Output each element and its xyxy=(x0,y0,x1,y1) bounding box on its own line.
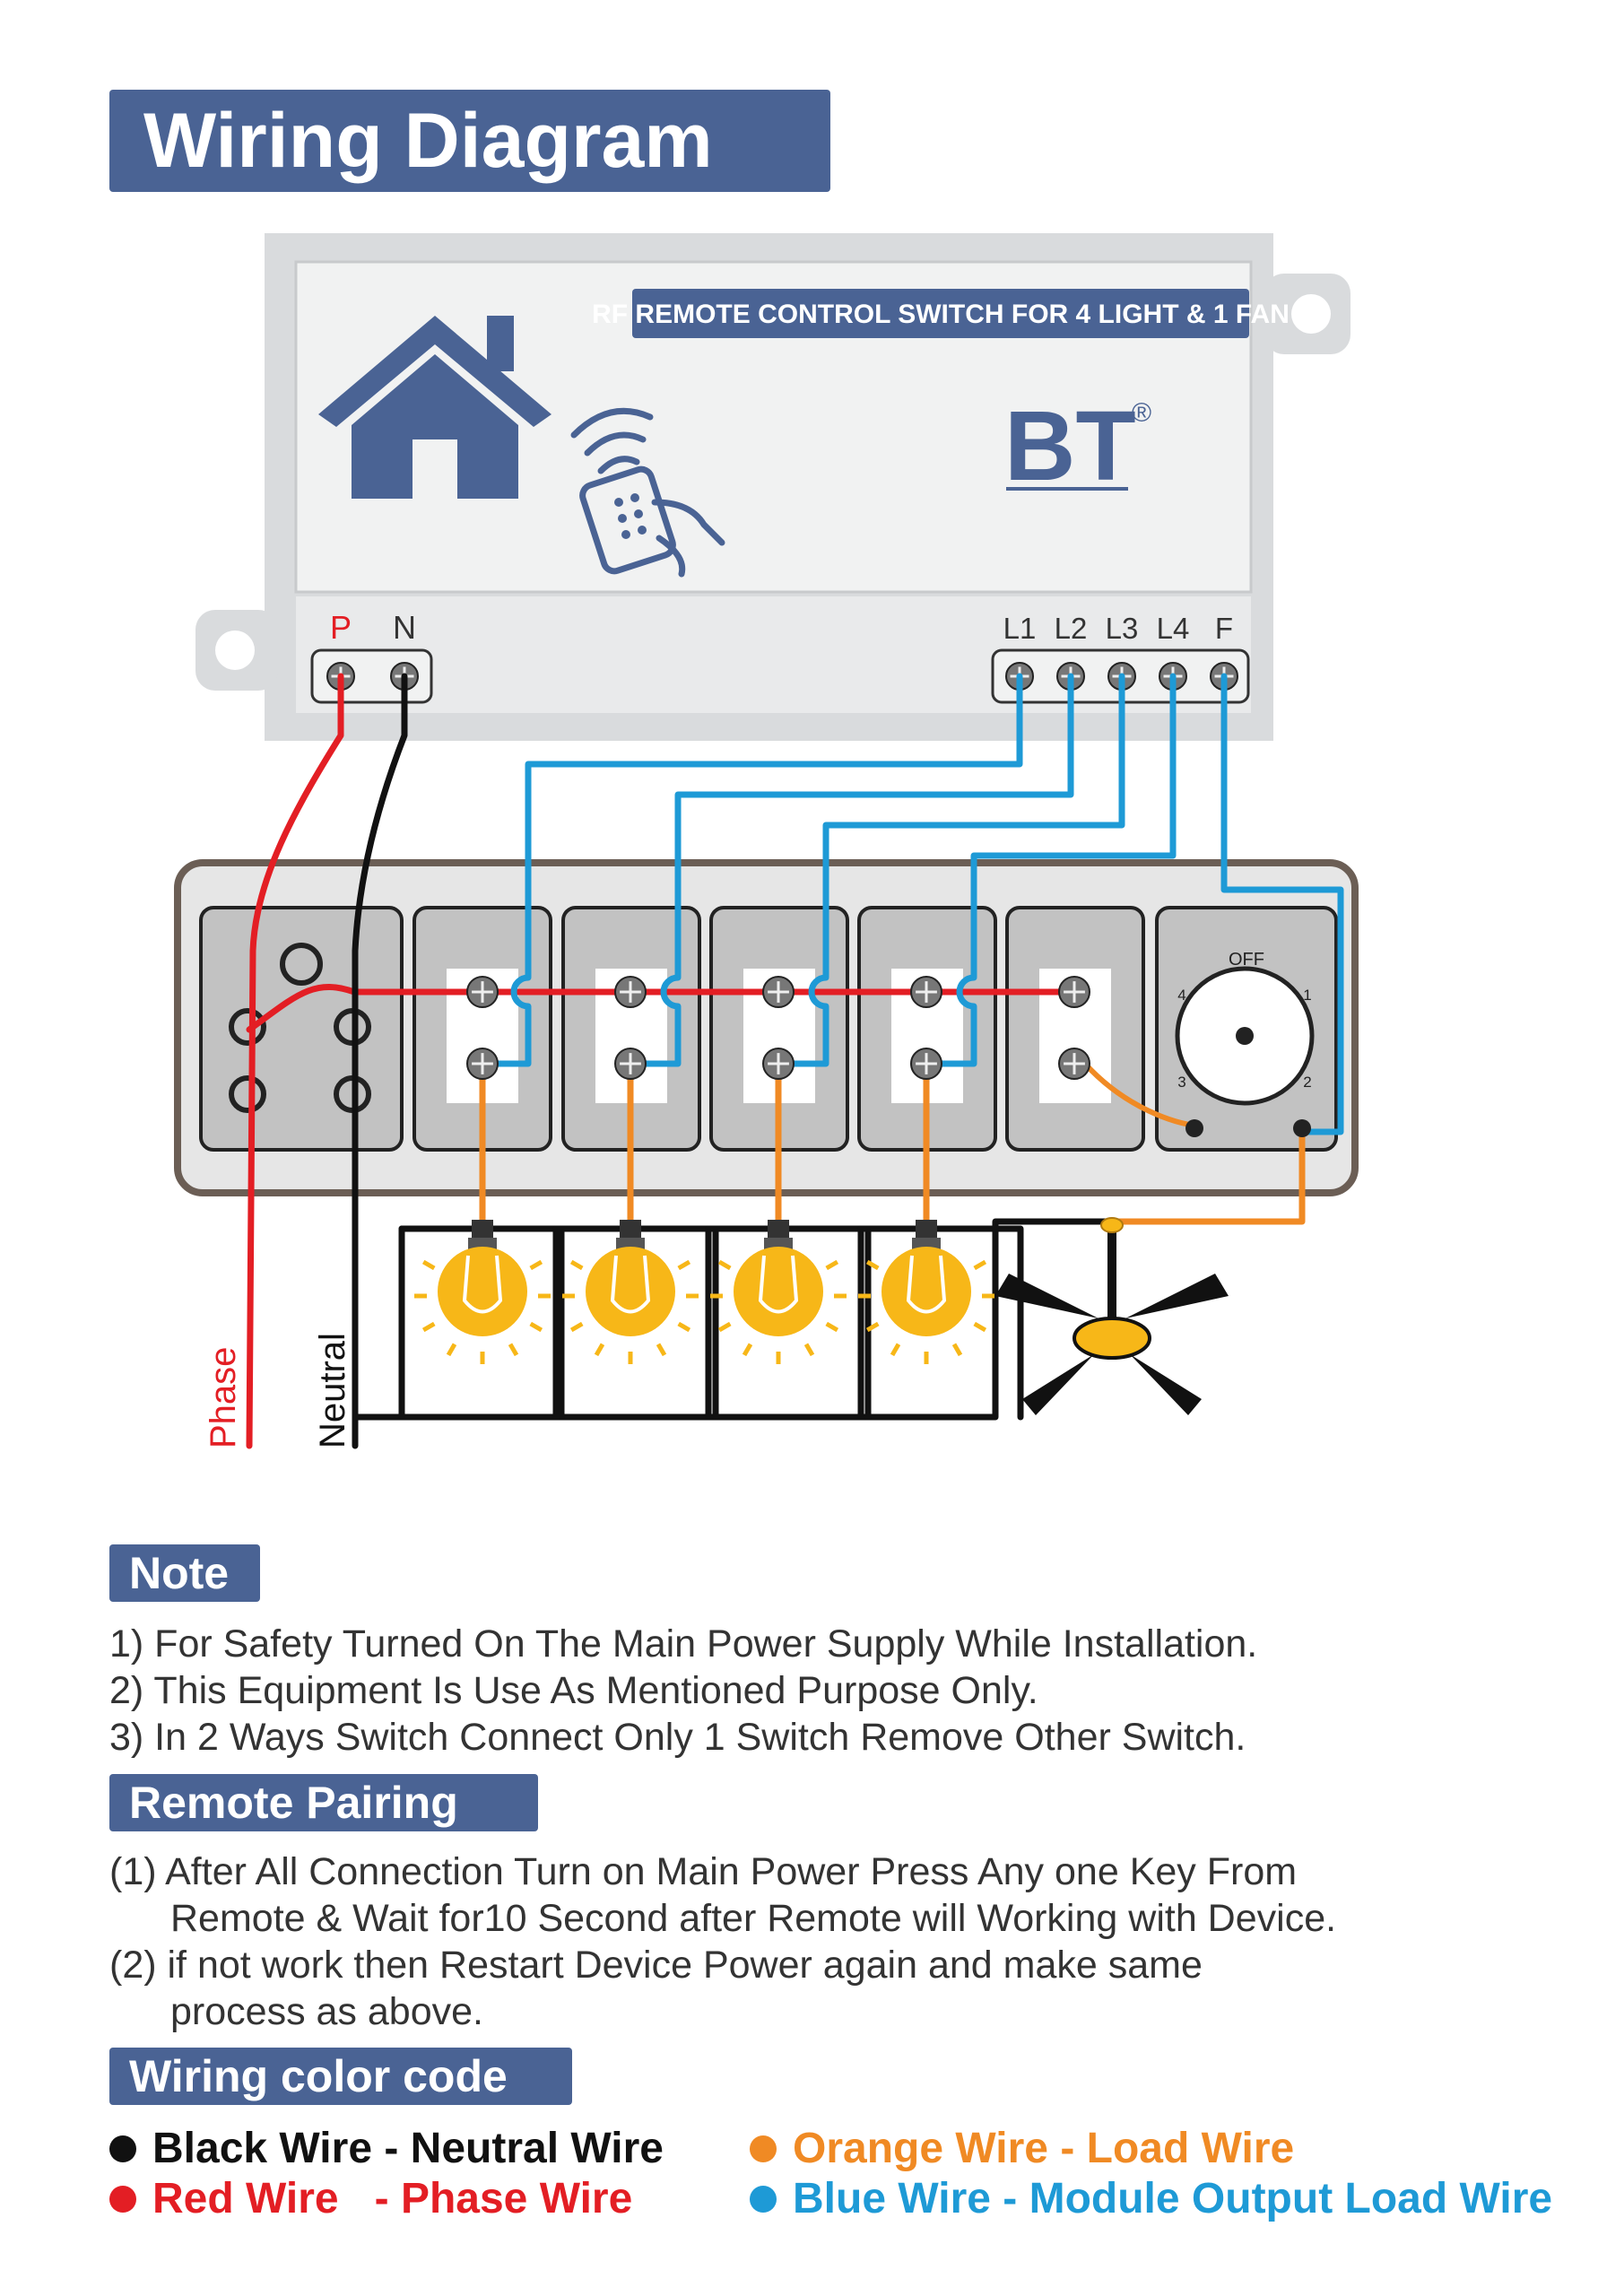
bulb-holder-wire xyxy=(857,1225,1024,1421)
terminal-label-l3: L3 xyxy=(1106,612,1139,645)
light-bulb-icon xyxy=(858,1220,994,1364)
regulator-off-label: OFF xyxy=(1229,950,1264,970)
regulator-pos-2: 2 xyxy=(1303,1074,1311,1091)
module-output-wire xyxy=(480,673,1023,1067)
note-item-3: 3) In 2 Ways Switch Connect Only 1 Switc… xyxy=(109,1716,1246,1759)
product-label-banner xyxy=(632,289,1249,338)
terminal-label-l4: L4 xyxy=(1157,612,1190,645)
light-bulb-icon xyxy=(710,1220,847,1364)
pairing-line-2: Remote & Wait for10 Second after Remote … xyxy=(170,1897,1337,1940)
socket-hole xyxy=(229,1075,266,1113)
ceiling-fan-icon xyxy=(995,1217,1229,1415)
phase-wire xyxy=(246,673,344,1449)
regulator-pos-4: 4 xyxy=(1177,987,1185,1004)
module-output-wire xyxy=(630,673,1074,1067)
regulator-terminal xyxy=(1185,1119,1203,1137)
pairing-line-4: process as above. xyxy=(170,1990,483,2033)
regulator-knob-center xyxy=(1236,1027,1254,1045)
color-code-heading: Wiring color code xyxy=(109,2048,572,2105)
terminal-screw xyxy=(762,1048,795,1080)
light-bulb-icon xyxy=(414,1220,551,1364)
neutral-return-wire xyxy=(352,1218,1116,1421)
pairing-heading: Remote Pairing xyxy=(109,1774,538,1831)
module-output-wire xyxy=(777,673,1125,1067)
terminal-screw xyxy=(466,976,499,1008)
terminal-screw xyxy=(1058,1048,1090,1080)
fan-output-wire xyxy=(1220,673,1344,1135)
legend-text-red: Red Wire - Phase Wire xyxy=(152,2175,633,2222)
mounting-hole-right xyxy=(1291,294,1331,334)
terminal-screw xyxy=(614,1048,647,1080)
trademark-symbol: ® xyxy=(1132,398,1151,428)
socket-hole xyxy=(229,1008,266,1046)
legend-text-orange: Orange Wire - Load Wire xyxy=(793,2125,1295,2172)
house-icon xyxy=(318,316,551,499)
legend-dot-red xyxy=(109,2186,136,2213)
terminal-label-f: F xyxy=(1215,612,1233,645)
terminal-label-l1: L1 xyxy=(1003,612,1037,645)
legend-dot-blue xyxy=(750,2186,777,2213)
legend-text-black: Black Wire - Neutral Wire xyxy=(152,2125,664,2172)
legend-dot-black xyxy=(109,2135,136,2162)
page-title: Wiring Diagram xyxy=(109,90,830,192)
neutral-wire xyxy=(352,673,408,1449)
controller-module: RF REMOTE CONTROL SWITCH FOR 4 LIGHT & 1… xyxy=(195,233,1350,741)
remote-hand-icon xyxy=(570,407,725,578)
terminal-screw xyxy=(1058,976,1090,1008)
legend-dot-orange xyxy=(750,2135,777,2162)
fan-load-wire xyxy=(1108,1128,1306,1225)
terminal-label-l2: L2 xyxy=(1055,612,1088,645)
terminal-screw xyxy=(614,976,647,1008)
neutral-label: Neutral xyxy=(313,1333,352,1448)
terminal-screw xyxy=(762,976,795,1008)
remote-buttons-icon xyxy=(614,493,647,539)
terminal-screw xyxy=(910,1048,942,1080)
regulator-pos-1: 1 xyxy=(1303,987,1311,1004)
terminal-label-n: N xyxy=(393,609,416,646)
module-output-wire xyxy=(925,673,1177,1067)
legend-blue: Blue Wire - Module Output Load Wire xyxy=(750,2178,1552,2221)
pairing-line-1: (1) After All Connection Turn on Main Po… xyxy=(109,1850,1298,1893)
phase-label: Phase xyxy=(204,1347,243,1448)
pairing-line-3: (2) if not work then Restart Device Powe… xyxy=(109,1944,1203,1987)
regulator-terminal xyxy=(1293,1119,1311,1137)
wires xyxy=(246,673,1344,1449)
light-bulb-icon xyxy=(562,1220,699,1364)
terminal-screw xyxy=(466,1048,499,1080)
note-item-1: 1) For Safety Turned On The Main Power S… xyxy=(109,1622,1258,1665)
regulator-link-wire xyxy=(1082,1061,1197,1128)
mounting-hole-left xyxy=(215,631,255,670)
note-item-2: 2) This Equipment Is Use As Mentioned Pu… xyxy=(109,1669,1038,1712)
note-heading: Note xyxy=(109,1544,260,1602)
product-label: RF REMOTE CONTROL SWITCH FOR 4 LIGHT & 1… xyxy=(592,300,1290,329)
terminal-screw xyxy=(910,976,942,1008)
socket-earth-hole xyxy=(280,943,323,986)
regulator-pos-3: 3 xyxy=(1177,1074,1185,1091)
switch-board: OFF 1 2 3 4 xyxy=(174,859,1359,1196)
legend-orange: Orange Wire - Load Wire xyxy=(750,2127,1294,2170)
legend-black: Black Wire - Neutral Wire xyxy=(109,2127,664,2170)
terminal-label-p: P xyxy=(330,609,352,646)
brand-logo: BT xyxy=(1004,391,1136,501)
phase-bus-wire xyxy=(246,983,1089,1033)
legend-red: Red Wire - Phase Wire xyxy=(109,2178,632,2221)
wiring-diagram: RF REMOTE CONTROL SWITCH FOR 4 LIGHT & 1… xyxy=(174,233,1359,1449)
legend-text-blue: Blue Wire - Module Output Load Wire xyxy=(793,2175,1553,2222)
